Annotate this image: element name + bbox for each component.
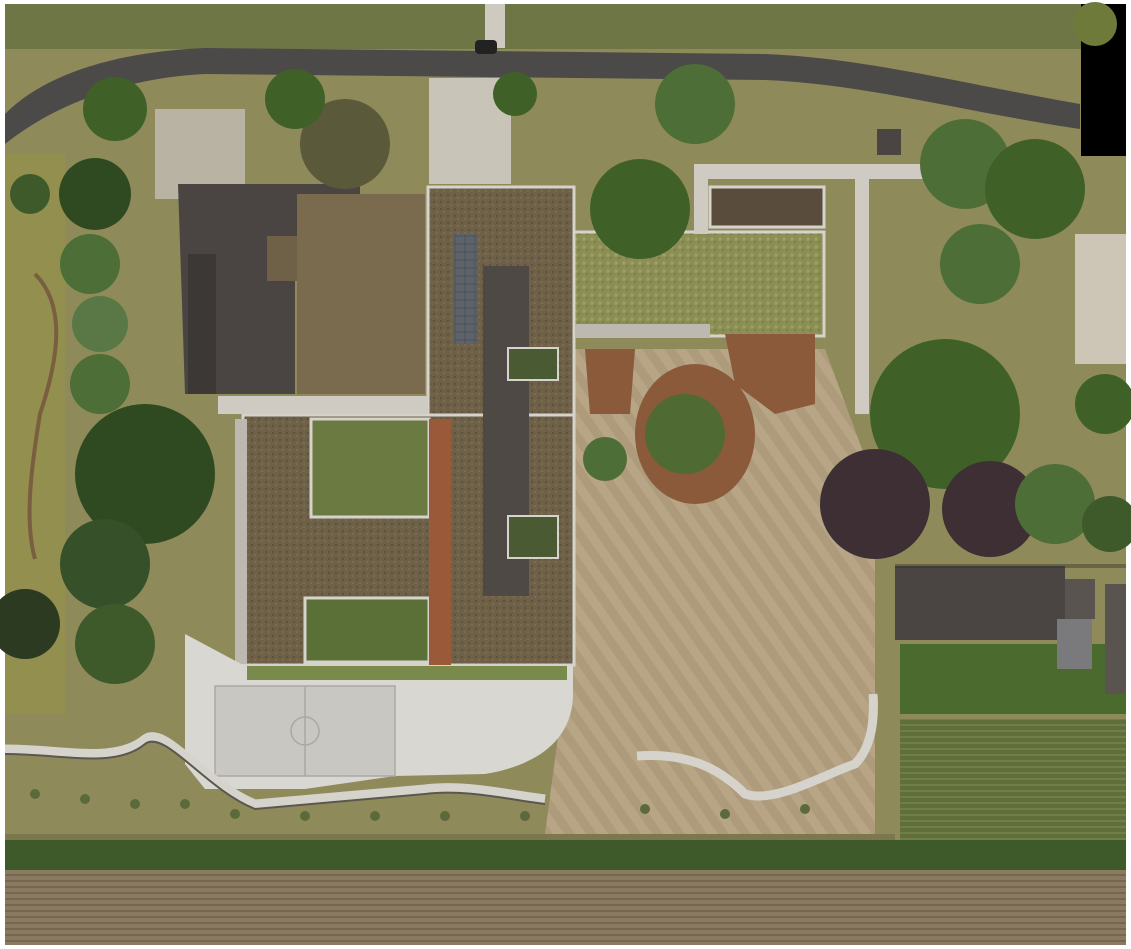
shed xyxy=(1105,584,1126,694)
winding-wall-east xyxy=(636,693,878,801)
hedge-row xyxy=(5,840,1126,870)
courtyard-1 xyxy=(309,417,431,519)
roof-edge xyxy=(575,324,710,338)
new-building xyxy=(218,185,826,667)
neighbour-barn xyxy=(895,566,1065,640)
trees-center xyxy=(265,64,735,481)
greenhouse xyxy=(1057,619,1092,669)
neighbour-drive xyxy=(1075,234,1126,364)
bed-east xyxy=(725,334,815,414)
plowed-field xyxy=(5,870,1126,945)
side-path xyxy=(485,4,505,48)
bed-west xyxy=(585,349,635,414)
small-shed xyxy=(877,129,901,155)
old-building-garden xyxy=(297,194,425,394)
top-gardens xyxy=(5,4,1126,49)
crop-field xyxy=(900,719,1126,840)
winding-wall-west xyxy=(4,732,546,809)
trees-right xyxy=(820,2,1131,559)
young-trees xyxy=(30,789,810,821)
road xyxy=(5,48,1080,144)
courtyard-2 xyxy=(303,596,431,664)
mowed-meadow xyxy=(545,349,875,834)
planter-strip xyxy=(247,666,567,680)
solar-panels xyxy=(454,234,478,344)
barn-annex xyxy=(1065,579,1095,619)
vegetable-garden xyxy=(900,644,1126,714)
car-on-road xyxy=(475,40,497,54)
garden-path-left xyxy=(27,272,59,560)
tree-line-left xyxy=(0,77,215,684)
shrub-cluster xyxy=(645,394,725,474)
